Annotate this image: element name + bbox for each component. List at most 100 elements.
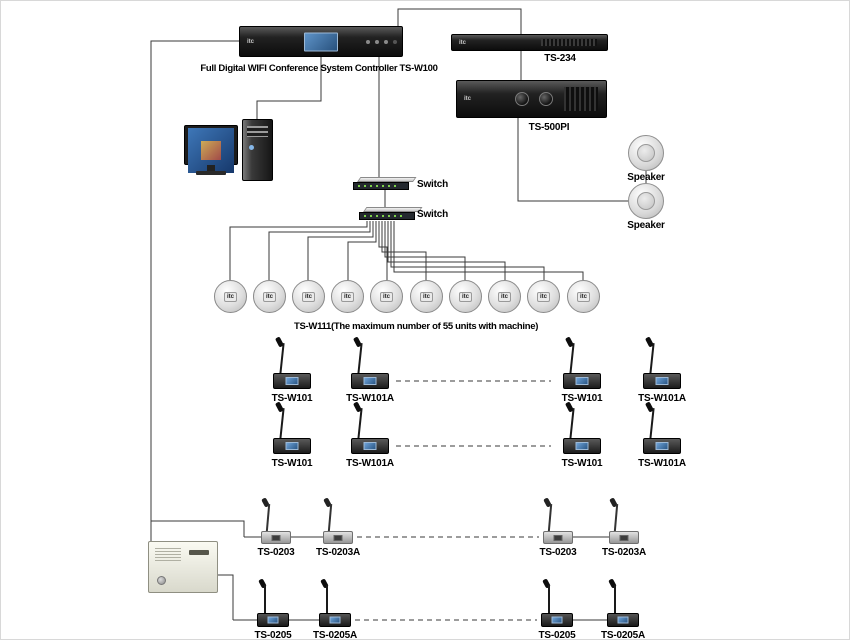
mic-screen — [333, 534, 343, 541]
mic-base — [273, 373, 311, 389]
drive-bays — [247, 126, 268, 137]
conference-mic-ts-0205a — [598, 578, 648, 627]
mic-screen — [617, 616, 629, 624]
monitor-base — [196, 171, 226, 175]
vent-grille — [155, 548, 181, 562]
itc-logo: itc — [340, 291, 354, 302]
mic-gooseneck — [327, 503, 333, 533]
mic-base — [563, 438, 601, 454]
mic-base — [323, 531, 353, 544]
mic-label: TS-0203 — [257, 547, 295, 558]
mic-base — [273, 438, 311, 454]
box-slot — [189, 550, 209, 555]
conference-mic-ts-w101a — [634, 401, 690, 454]
conference-mic-ts-0203a — [600, 497, 648, 544]
mic-base — [541, 613, 573, 627]
itc-logo: itc — [536, 291, 550, 302]
itc-logo: itc — [223, 291, 237, 302]
ceiling-unit-ts-w111: itc — [567, 280, 600, 313]
itc-logo: itc — [459, 39, 467, 46]
mic-base — [643, 438, 681, 454]
conference-mic-ts-w101 — [554, 401, 610, 454]
mic-base — [543, 531, 573, 544]
ceiling-unit-ts-w111: itc — [253, 280, 286, 313]
mic-label: TS-W101 — [561, 393, 603, 404]
controller-buttons — [384, 39, 388, 44]
conference-mic-ts-w101a — [634, 336, 690, 389]
mic-screen — [285, 442, 299, 450]
conference-mic-ts-w101 — [264, 401, 320, 454]
speaker-unit — [628, 183, 664, 219]
mic-base — [351, 373, 389, 389]
mic-label: TS-0203A — [602, 547, 646, 558]
mic-gooseneck — [569, 342, 575, 375]
controller-label: Full Digital WIFI Conference System Cont… — [200, 63, 438, 74]
conference-mic-ts-w101 — [264, 336, 320, 389]
mic-gooseneck — [326, 585, 328, 614]
ts-234-label: TS-234 — [544, 53, 576, 64]
mic-label: TS-0205 — [538, 630, 576, 640]
mic-base — [607, 613, 639, 627]
mic-label: TS-W101A — [638, 458, 686, 469]
mic-gooseneck — [613, 503, 619, 533]
mic-screen — [655, 442, 669, 450]
mic-base — [563, 373, 601, 389]
ceiling-unit-ts-w111: itc — [449, 280, 482, 313]
ceiling-unit-ts-w111: itc — [331, 280, 364, 313]
mic-screen — [329, 616, 341, 624]
switch-front-ports — [359, 212, 415, 220]
mic-label: TS-0203 — [539, 547, 577, 558]
amp-knob — [515, 92, 529, 106]
amp-knob — [539, 92, 553, 106]
mic-label: TS-W101 — [271, 393, 313, 404]
mic-label: TS-0205A — [313, 630, 357, 640]
box-knob — [157, 576, 166, 585]
mic-gooseneck — [614, 585, 616, 614]
conference-mic-ts-0203 — [252, 497, 300, 544]
ceiling-unit-ts-w111: itc — [527, 280, 560, 313]
ceiling-unit-ts-w111: itc — [410, 280, 443, 313]
mic-screen — [363, 377, 377, 385]
power-extension-box — [148, 541, 218, 593]
mic-screen — [655, 377, 669, 385]
itc-logo: itc — [497, 291, 511, 302]
mic-screen — [363, 442, 377, 450]
mic-gooseneck — [649, 342, 655, 375]
mic-gooseneck — [264, 585, 266, 614]
mic-label: TS-W101 — [561, 458, 603, 469]
mic-base — [643, 373, 681, 389]
mic-base — [261, 531, 291, 544]
mic-screen — [285, 377, 299, 385]
mic-base — [319, 613, 351, 627]
switch-front-ports — [353, 182, 409, 190]
mic-gooseneck — [357, 407, 363, 440]
ts-w111-caption: TS-W111(The maximum number of 55 units w… — [294, 321, 539, 332]
mic-gooseneck — [279, 342, 285, 375]
computer-tower — [242, 119, 273, 181]
amplifier-device-ts-500pi: itc — [456, 80, 607, 118]
conference-mic-ts-0203a — [314, 497, 362, 544]
itc-logo: itc — [301, 291, 315, 302]
mic-screen — [619, 534, 629, 541]
mic-gooseneck — [649, 407, 655, 440]
itc-logo: itc — [247, 38, 255, 45]
itc-logo: itc — [576, 291, 590, 302]
ceiling-unit-ts-w111: itc — [214, 280, 247, 313]
ceiling-unit-ts-w111: itc — [488, 280, 521, 313]
power-led — [249, 145, 254, 150]
conference-mic-ts-w101a — [342, 401, 398, 454]
conference-mic-ts-0205a — [310, 578, 360, 627]
mic-label: TS-W101A — [346, 458, 394, 469]
mic-screen — [553, 534, 563, 541]
ceiling-unit-ts-w111: itc — [292, 280, 325, 313]
conference-mic-ts-0205 — [248, 578, 298, 627]
vent-grille — [564, 87, 598, 111]
switch-label: Switch — [417, 209, 449, 220]
mic-label: TS-0203A — [316, 547, 360, 558]
conference-mic-ts-w101 — [554, 336, 610, 389]
mic-screen — [271, 534, 281, 541]
ceiling-unit-ts-w111: itc — [370, 280, 403, 313]
mic-label: TS-W101A — [346, 393, 394, 404]
rack-device-ts-234: itc — [451, 34, 608, 51]
